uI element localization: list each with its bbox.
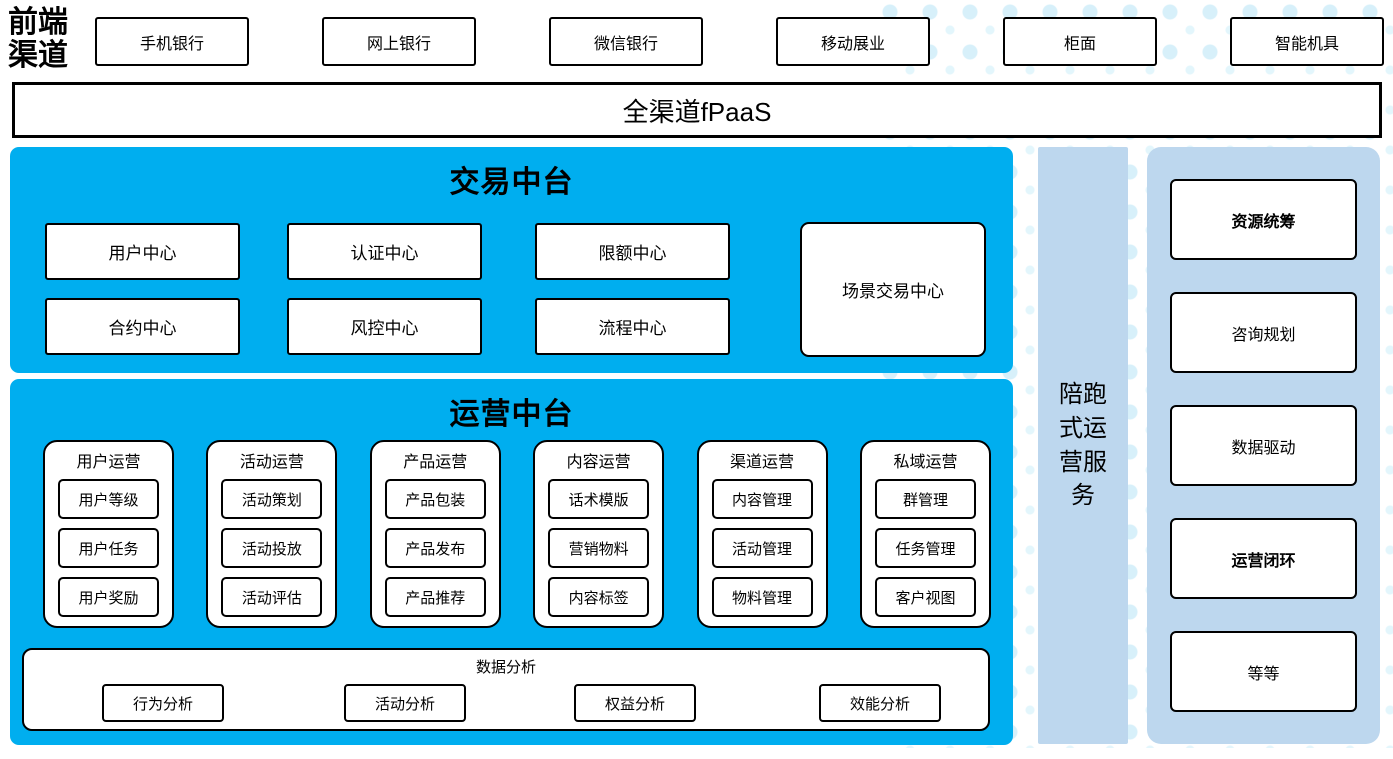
ops-column-content: 内容运营 话术模版 营销物料 内容标签 (533, 440, 665, 628)
ops-item: 用户等级 (58, 479, 159, 519)
center-box-scene-trade: 场景交易中心 (800, 222, 986, 357)
channel-box-wechat-banking: 微信银行 (549, 17, 703, 66)
ops-column-channel: 渠道运营 内容管理 活动管理 物料管理 (696, 440, 828, 628)
ops-item: 活动投放 (221, 528, 323, 568)
ops-column-activity: 活动运营 活动策划 活动投放 活动评估 (206, 440, 338, 628)
service-box-3: 运营闭环 (1170, 518, 1357, 599)
front-channels-label: 前端渠道 (8, 6, 68, 72)
data-analysis-title: 数据分析 (475, 659, 536, 676)
fpaas-bar: 全渠道fPaaS (12, 82, 1382, 138)
channel-box-mobile-banking: 手机银行 (95, 17, 249, 66)
center-box-risk: 风控中心 (287, 298, 482, 355)
ops-column-title: 渠道运营 (730, 454, 795, 471)
ops-item: 任务管理 (874, 528, 976, 568)
da-item-activity: 活动分析 (344, 684, 466, 722)
center-box-auth: 认证中心 (287, 223, 482, 280)
ops-item: 用户奖励 (58, 577, 159, 617)
da-item-benefit: 权益分析 (574, 684, 696, 722)
service-box-2: 数据驱动 (1170, 405, 1357, 486)
ops-item: 营销物料 (548, 528, 650, 568)
center-box-process: 流程中心 (535, 298, 730, 355)
trade-platform-section: 交易中台 用户中心 认证中心 限额中心 合约中心 风控中心 流程中心 场景交易中… (10, 147, 1013, 373)
operation-platform-section: 运营中台 用户运营 用户等级 用户任务 用户奖励 活动运营 活动策划 活动投放 … (10, 379, 1013, 745)
ops-item: 产品发布 (384, 528, 486, 568)
ops-item: 活动策划 (221, 479, 323, 519)
service-box-4: 等等 (1170, 631, 1357, 712)
ops-item: 话术模版 (548, 479, 650, 519)
channel-box-smart-devices: 智能机具 (1230, 17, 1384, 66)
ops-column-user: 用户运营 用户等级 用户任务 用户奖励 (43, 440, 174, 628)
ops-column-private-domain: 私域运营 群管理 任务管理 客户视图 (859, 440, 991, 628)
operation-columns: 用户运营 用户等级 用户任务 用户奖励 活动运营 活动策划 活动投放 活动评估 … (43, 440, 991, 628)
ops-column-product: 产品运营 产品包装 产品发布 产品推荐 (369, 440, 501, 628)
ops-column-title: 私域运营 (893, 454, 958, 471)
accompany-service-label: 陪跑式运营服务 (1059, 381, 1107, 510)
service-box-0: 资源统筹 (1170, 179, 1357, 260)
ops-item: 群管理 (874, 479, 976, 519)
channel-box-online-banking: 网上银行 (322, 17, 476, 66)
center-box-user: 用户中心 (45, 223, 240, 280)
da-item-efficiency: 效能分析 (819, 684, 941, 722)
ops-item: 产品包装 (384, 479, 486, 519)
service-box-1: 咨询规划 (1170, 292, 1357, 373)
services-panel: 资源统筹 咨询规划 数据驱动 运营闭环 等等 (1147, 147, 1380, 744)
ops-column-title: 活动运营 (239, 454, 304, 471)
ops-item: 活动管理 (711, 528, 813, 568)
ops-item: 活动评估 (221, 577, 323, 617)
ops-item: 物料管理 (711, 577, 813, 617)
accompany-service-bar: 陪跑式运营服务 (1038, 147, 1128, 744)
da-item-behavior: 行为分析 (102, 684, 224, 722)
ops-item: 客户视图 (874, 577, 976, 617)
data-analysis-strip: 数据分析 行为分析 活动分析 权益分析 效能分析 (22, 648, 990, 731)
ops-column-title: 内容运营 (566, 454, 631, 471)
center-box-contract: 合约中心 (45, 298, 240, 355)
ops-item: 用户任务 (58, 528, 159, 568)
operation-platform-title: 运营中台 (449, 398, 574, 431)
ops-column-title: 产品运营 (403, 454, 468, 471)
ops-column-title: 用户运营 (76, 454, 141, 471)
trade-platform-title: 交易中台 (449, 166, 574, 199)
channel-box-mobile-outreach: 移动展业 (776, 17, 930, 66)
center-box-limit: 限额中心 (535, 223, 730, 280)
ops-item: 产品推荐 (384, 577, 486, 617)
ops-item: 内容管理 (711, 479, 813, 519)
ops-item: 内容标签 (548, 577, 650, 617)
front-channel-row: 手机银行 网上银行 微信银行 移动展业 柜面 智能机具 (95, 17, 1384, 66)
channel-box-counter: 柜面 (1003, 17, 1157, 66)
